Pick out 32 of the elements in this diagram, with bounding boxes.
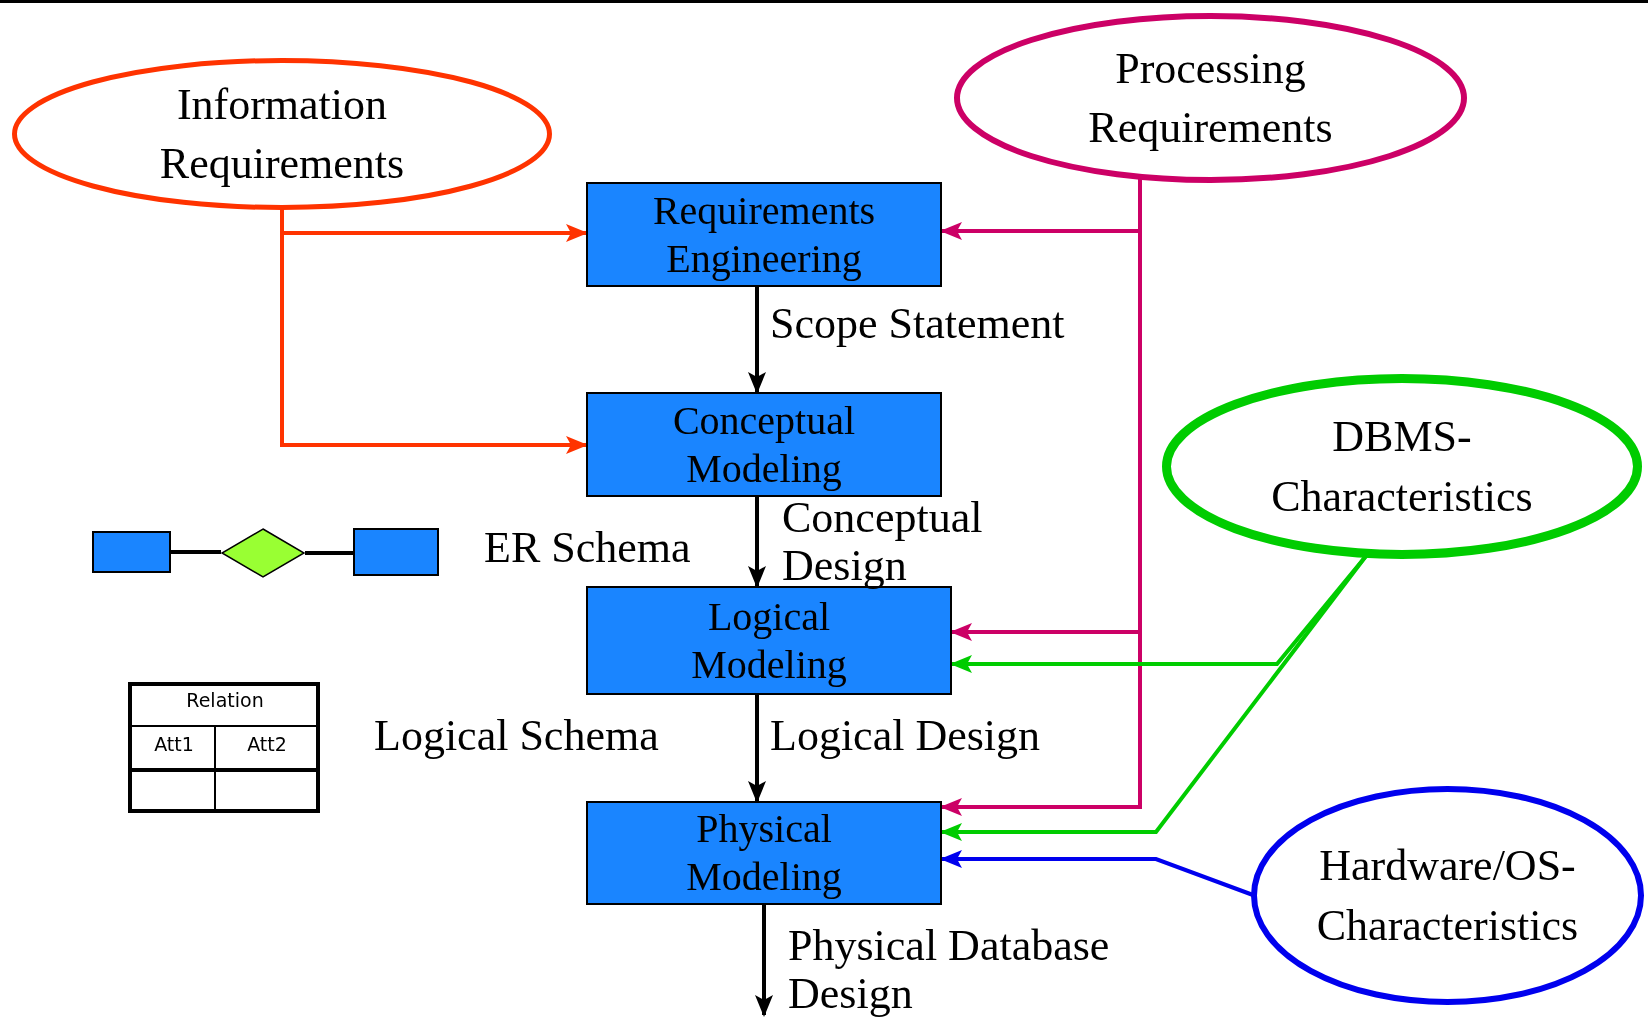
- process-box: [586, 392, 942, 497]
- node-label: Logical Modeling: [690, 592, 848, 689]
- requirement-ellipse: [1251, 786, 1644, 1005]
- process-box: [586, 801, 942, 905]
- schema-label: ER Schema: [484, 524, 691, 573]
- node-label: Physical Modeling: [685, 805, 843, 901]
- node-label: Conceptual Modeling: [671, 396, 857, 493]
- node-label: DBMS-Characteristics: [1270, 411, 1534, 523]
- requirement-ellipse: [1162, 374, 1642, 559]
- attribute-name: Att2: [246, 732, 288, 757]
- node-label: Information Requirements: [158, 78, 406, 190]
- attribute-name: Att1: [153, 732, 195, 757]
- edge-label: Scope Statement: [770, 300, 1065, 349]
- edge-label: Conceptual Design: [782, 494, 984, 591]
- node-label: Processing Requirements: [1087, 42, 1334, 154]
- relationship-diamond: [221, 528, 305, 578]
- arrow: [280, 208, 588, 454]
- schema-label: Logical Schema: [374, 712, 659, 761]
- requirement-ellipse: [12, 58, 552, 210]
- node-label: Hardware/OS-Characteristics: [1315, 840, 1580, 952]
- entity-box: [92, 531, 171, 573]
- requirement-ellipse: [954, 13, 1467, 183]
- node-label: Requirements Engineering: [651, 186, 877, 283]
- arrow: [748, 497, 766, 588]
- arrow: [755, 905, 773, 1017]
- arrow: [748, 287, 766, 394]
- arrow: [748, 695, 766, 803]
- relation-name: Relation: [185, 688, 265, 713]
- entity-box: [353, 528, 439, 576]
- edge-label: Logical Design: [770, 712, 1041, 761]
- process-box: [586, 182, 942, 287]
- edge-label: Physical Database Design: [788, 922, 1111, 1019]
